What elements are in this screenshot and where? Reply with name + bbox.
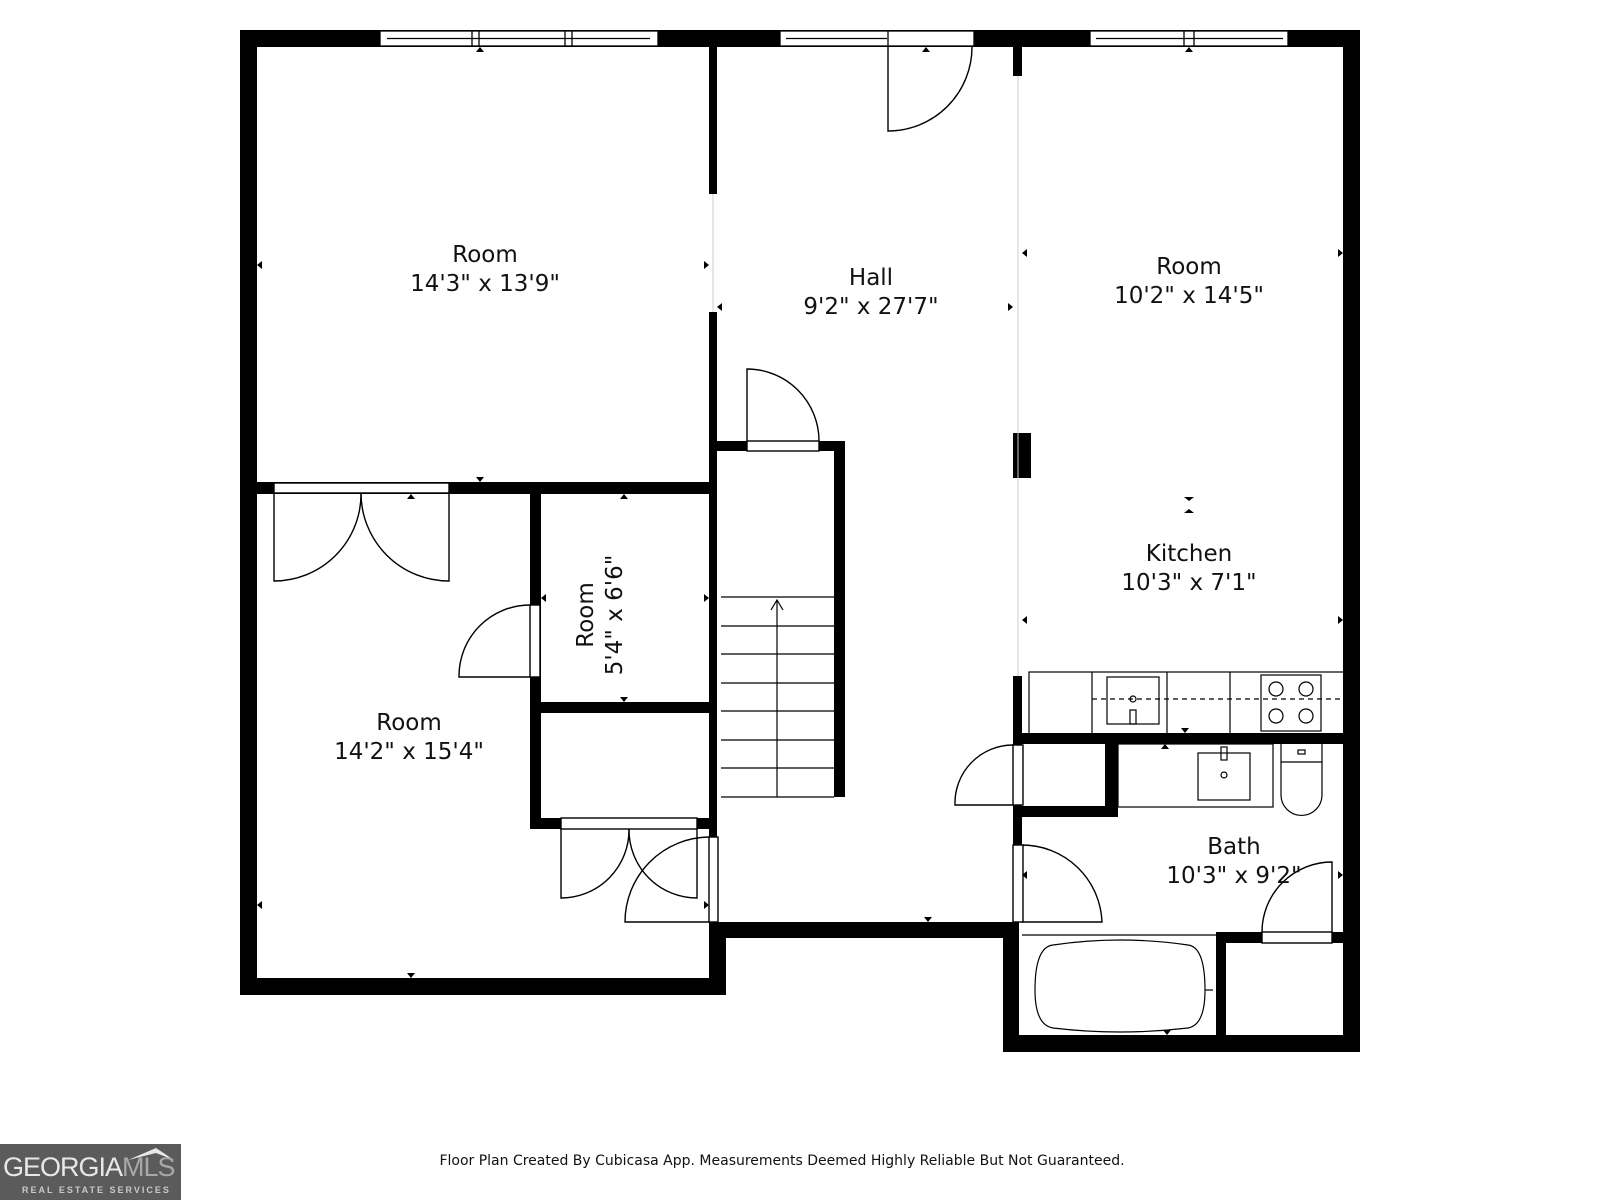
room-dims: 14'3" x 13'9" bbox=[410, 271, 560, 297]
room-name: Room bbox=[1156, 254, 1222, 280]
logo-brand-b: MLS bbox=[122, 1152, 176, 1182]
room-name: Room bbox=[573, 582, 599, 648]
room-name: Room bbox=[452, 242, 518, 268]
room-dims: 10'3" x 7'1" bbox=[1121, 570, 1257, 596]
bath-fixtures bbox=[1022, 743, 1323, 1033]
room-label-top-right: Room 10'2" x 14'5" bbox=[1114, 253, 1264, 311]
georgia-mls-logo: GEORGIAMLS REAL ESTATE SERVICES bbox=[0, 1144, 181, 1200]
room-name: Room bbox=[376, 710, 442, 736]
room-dims: 10'3" x 9'2" bbox=[1166, 863, 1302, 889]
disclaimer-footer: Floor Plan Created By Cubicasa App. Meas… bbox=[0, 1153, 1600, 1169]
windows bbox=[379, 30, 1289, 47]
room-label-hall: Hall 9'2" x 27'7" bbox=[803, 264, 938, 322]
room-name: Bath bbox=[1207, 834, 1261, 860]
room-label-top-left: Room 14'3" x 13'9" bbox=[410, 241, 560, 299]
room-dims: 10'2" x 14'5" bbox=[1114, 283, 1264, 309]
kitchen-counter bbox=[1028, 671, 1350, 735]
logo-brand-a: GEORGIA bbox=[3, 1152, 123, 1182]
doors bbox=[273, 46, 1333, 944]
room-dims: 14'2" x 15'4" bbox=[334, 739, 484, 765]
roof-icon bbox=[128, 1148, 174, 1160]
room-label-bath: Bath 10'3" x 9'2" bbox=[1166, 833, 1301, 891]
room-label-bottom-left: Room 14'2" x 15'4" bbox=[334, 709, 484, 767]
room-name: Hall bbox=[848, 265, 894, 291]
dimension-markers bbox=[257, 47, 1343, 1035]
logo-wordmark: GEORGIAMLS bbox=[3, 1152, 176, 1183]
room-label-kitchen: Kitchen 10'3" x 7'1" bbox=[1121, 540, 1256, 598]
room-label-small-room: Room 5'4" x 6'6" bbox=[572, 555, 630, 676]
room-dims: 9'2" x 27'7" bbox=[803, 294, 939, 320]
room-dims: 5'4" x 6'6" bbox=[602, 554, 628, 676]
logo-tagline: REAL ESTATE SERVICES bbox=[22, 1185, 171, 1195]
room-name: Kitchen bbox=[1145, 541, 1233, 567]
disclaimer-text: Floor Plan Created By Cubicasa App. Meas… bbox=[439, 1153, 1125, 1169]
stairs bbox=[721, 596, 834, 798]
